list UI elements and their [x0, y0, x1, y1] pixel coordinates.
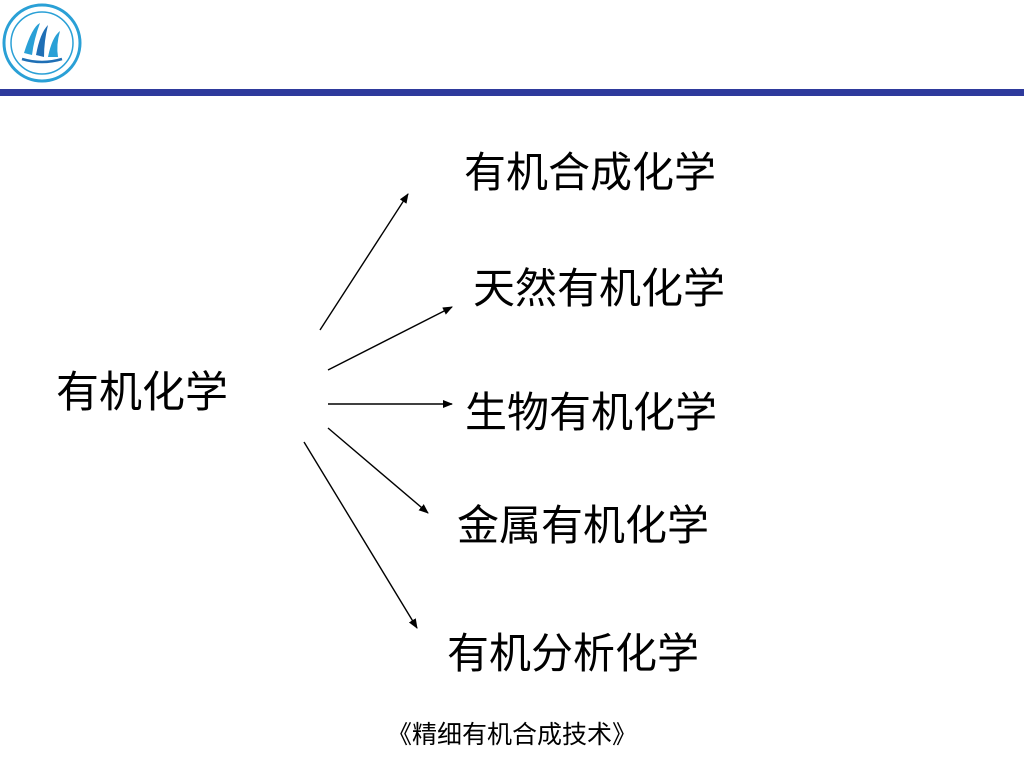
- branch-bioorganic-chemistry: 生物有机化学: [465, 388, 718, 437]
- branch-organometallic-chemistry: 金属有机化学: [457, 501, 710, 550]
- arrow-to-branch-4: [327, 427, 429, 514]
- branch-synthetic-organic-chemistry: 有机合成化学: [464, 148, 717, 197]
- school-emblem-icon: [2, 3, 82, 83]
- arrow-to-branch-5: [303, 441, 418, 629]
- arrow-to-branch-2: [327, 306, 453, 371]
- header-rule: [0, 89, 1024, 96]
- branch-natural-organic-chemistry: 天然有机化学: [473, 264, 726, 313]
- root-topic: 有机化学: [56, 368, 228, 418]
- arrow-to-branch-1: [319, 193, 409, 331]
- branch-organic-analytical-chemistry: 有机分析化学: [447, 629, 700, 678]
- slide-footer: 《精细有机合成技术》: [386, 720, 637, 749]
